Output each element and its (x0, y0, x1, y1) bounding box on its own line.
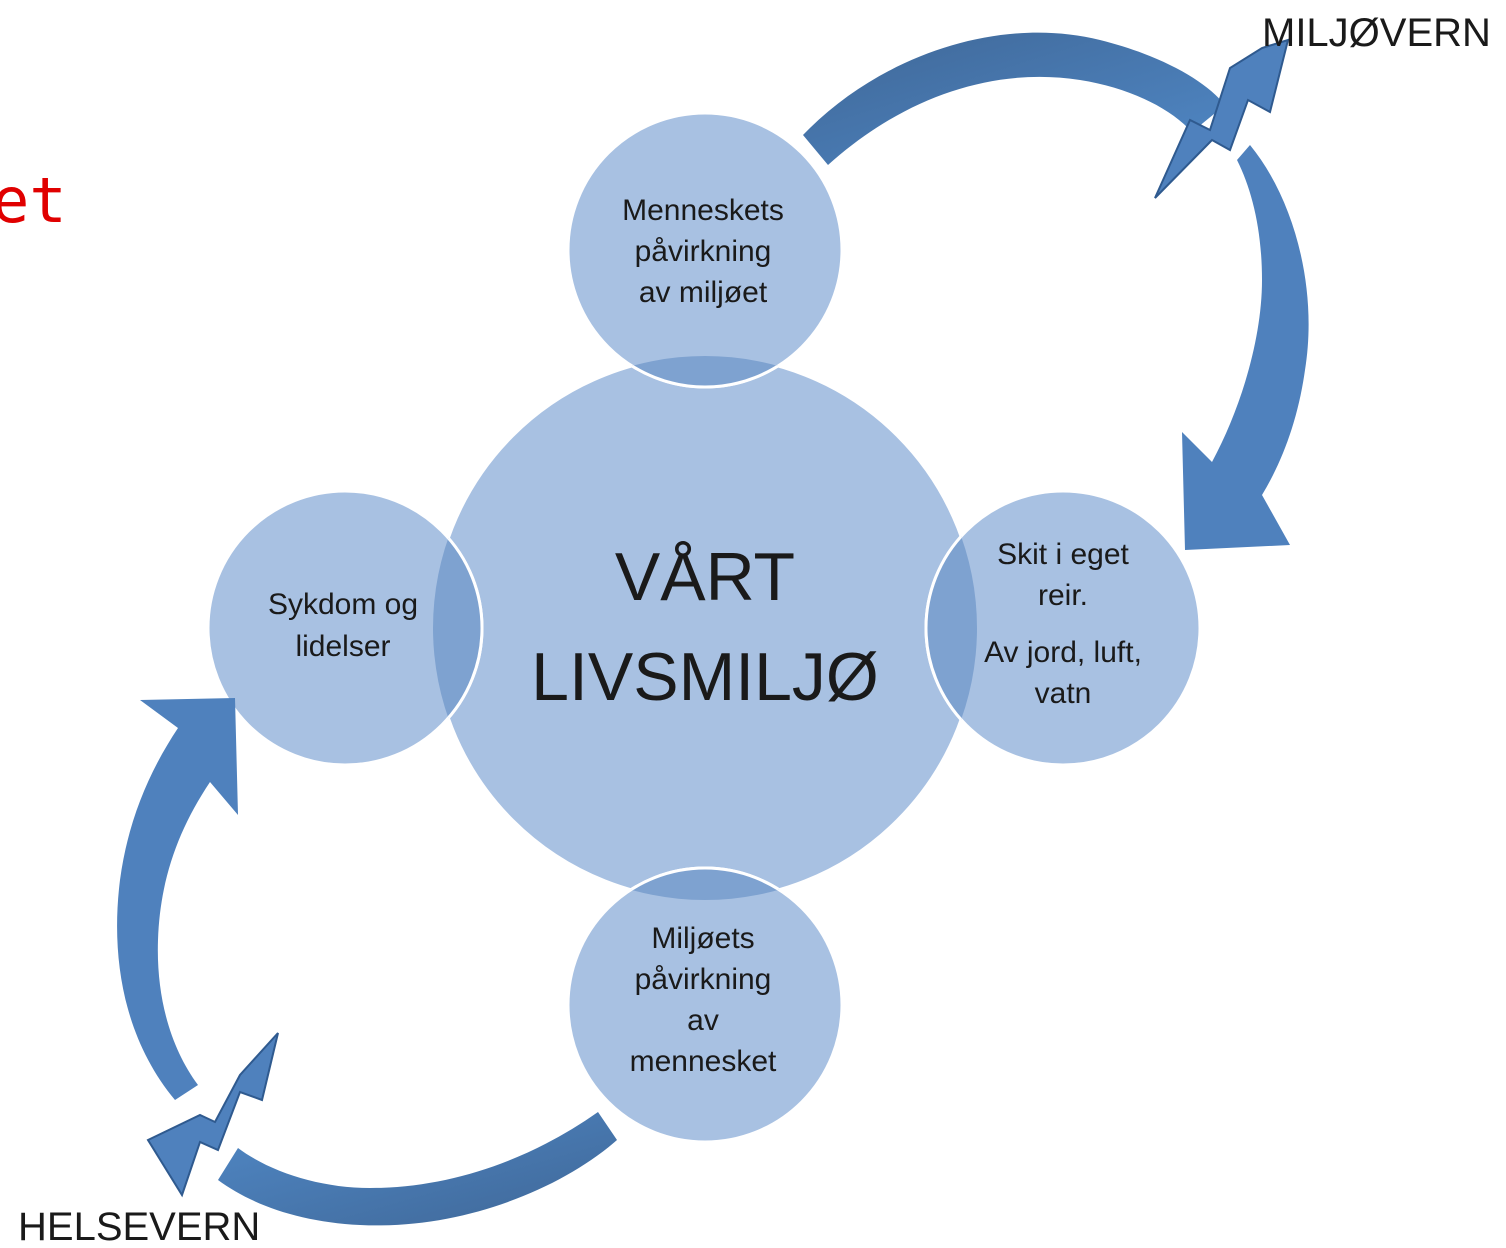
center-title-line2: LIVSMILJØ (531, 639, 879, 715)
label-helsevern: HELSEVERN (18, 1205, 260, 1248)
arrow-top-segment (803, 32, 1225, 165)
top-circle-line3: av miljøet (639, 276, 768, 309)
left-circle-line2: lidelser (295, 630, 390, 663)
bottom-circle-line2: påvirkning (635, 963, 772, 996)
top-right-bolt-icon (1154, 38, 1290, 199)
bottom-left-bolt-icon (146, 1032, 279, 1198)
top-circle-line2: påvirkning (635, 235, 772, 268)
right-circle-line3: Av jord, luft, (984, 636, 1142, 669)
left-circle-line1: Sykdom og (268, 588, 418, 621)
label-miljovern: MILJØVERN (1262, 11, 1491, 55)
bottom-circle-line4: mennesket (630, 1045, 777, 1078)
center-circle (431, 354, 979, 902)
center-title-line1: VÅRT (615, 539, 795, 615)
bottom-circle-line1: Miljøets (651, 922, 754, 955)
right-circle-line4: vatn (1035, 677, 1092, 710)
top-circle-line1: Menneskets (622, 194, 784, 227)
arrow-right-segment-head (1182, 145, 1309, 550)
arrow-bottom-segment (218, 1112, 617, 1226)
arrow-left-segment-head (117, 698, 238, 1100)
right-circle-line1: Skit i eget (997, 538, 1129, 571)
title-fragment: et (0, 164, 67, 237)
right-circle-line2: reir. (1038, 579, 1088, 612)
bottom-circle-line3: av (687, 1004, 719, 1037)
